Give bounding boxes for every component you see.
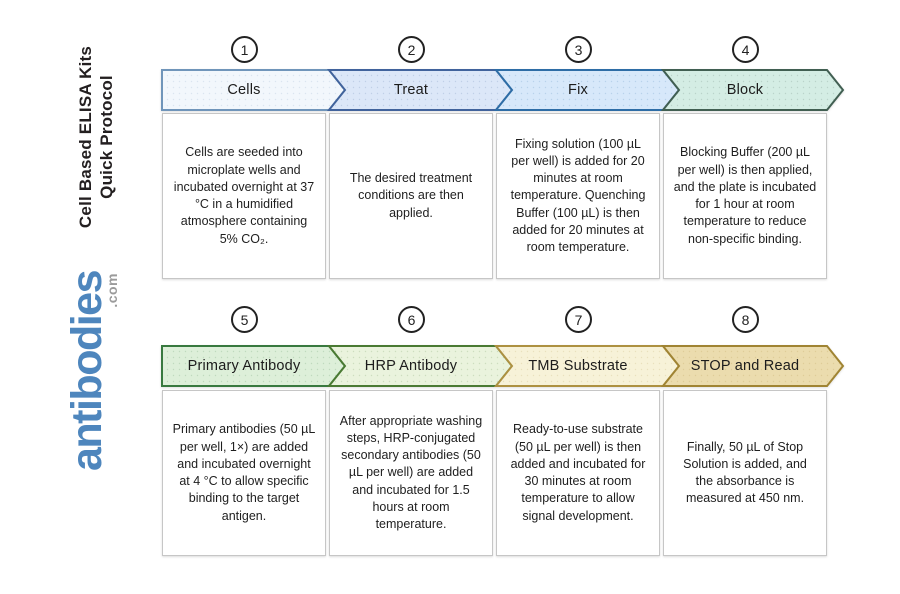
step-description-2: The desired treatment conditions are the… xyxy=(349,171,473,220)
step-number-circle-3: 3 xyxy=(565,36,592,63)
arrow-strip-row2 xyxy=(161,345,845,387)
arrow-strip-row1 xyxy=(161,69,845,111)
step-description-7: Ready-to-use substrate (50 µL per well) … xyxy=(510,422,646,523)
step-number-4: 4 xyxy=(741,41,750,58)
step-description-box-2: The desired treatment conditions are the… xyxy=(329,113,493,279)
step-description-box-5: Primary antibodies (50 µL per well, 1×) … xyxy=(162,390,326,556)
arrow-shape-step-5 xyxy=(161,345,347,387)
step-number-6: 6 xyxy=(407,311,416,328)
step-description-6: After appropriate washing steps, HRP-con… xyxy=(339,413,483,532)
brand-logo-text: antibodies xyxy=(63,270,111,472)
step-number-8: 8 xyxy=(741,311,750,328)
step-description-box-1: Cells are seeded into microplate wells a… xyxy=(162,113,326,279)
arrow-shape-step-6 xyxy=(326,345,514,387)
step-number-5: 5 xyxy=(240,311,249,328)
step-description-5: Primary antibodies (50 µL per well, 1×) … xyxy=(172,422,316,523)
arrow-shape-step-2 xyxy=(326,69,514,111)
step-number-3: 3 xyxy=(574,41,583,58)
step-description-8: Finally, 50 µL of Stop Solution is added… xyxy=(683,439,807,506)
step-number-1: 1 xyxy=(240,41,249,58)
arrow-shape-step-4 xyxy=(660,69,845,111)
step-description-4: Blocking Buffer (200 µL per well) is the… xyxy=(673,145,817,246)
step-number-circle-7: 7 xyxy=(565,306,592,333)
step-number-circle-6: 6 xyxy=(398,306,425,333)
step-number-circle-2: 2 xyxy=(398,36,425,63)
brand-logo: antibodies .com xyxy=(61,231,125,511)
step-description-1: Cells are seeded into microplate wells a… xyxy=(173,145,315,246)
step-description-box-6: After appropriate washing steps, HRP-con… xyxy=(329,390,493,556)
step-number-circle-8: 8 xyxy=(732,306,759,333)
page-title: Cell Based ELISA Kits Quick Protocol xyxy=(75,17,119,257)
arrow-shape-step-3 xyxy=(493,69,681,111)
step-number-circle-4: 4 xyxy=(732,36,759,63)
step-description-3: Fixing solution (100 µL per well) is add… xyxy=(510,136,646,255)
step-number-circle-5: 5 xyxy=(231,306,258,333)
arrow-shape-step-7 xyxy=(493,345,681,387)
arrow-shape-step-1 xyxy=(161,69,347,111)
arrow-shape-step-8 xyxy=(660,345,845,387)
step-description-box-3: Fixing solution (100 µL per well) is add… xyxy=(496,113,660,279)
step-number-7: 7 xyxy=(574,311,583,328)
step-description-box-4: Blocking Buffer (200 µL per well) is the… xyxy=(663,113,827,279)
page-title-line1: Cell Based ELISA Kits xyxy=(76,45,95,229)
step-description-box-7: Ready-to-use substrate (50 µL per well) … xyxy=(496,390,660,556)
page-title-line2: Quick Protocol xyxy=(97,75,116,199)
step-number-2: 2 xyxy=(407,41,416,58)
step-description-box-8: Finally, 50 µL of Stop Solution is added… xyxy=(663,390,827,556)
step-number-circle-1: 1 xyxy=(231,36,258,63)
